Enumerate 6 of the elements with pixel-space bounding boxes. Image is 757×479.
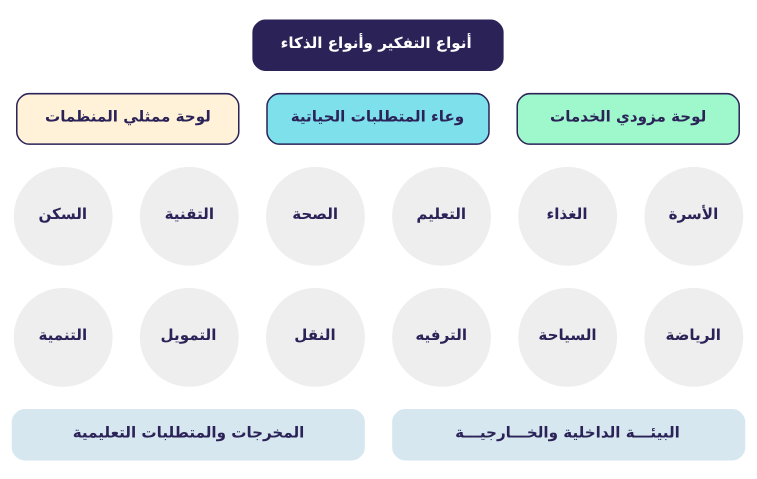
node-box: المخرجات والمتطلبات التعليمية <box>12 408 365 460</box>
node-box: أنواع التفكير وأنواع الذكاء <box>252 19 504 70</box>
node-box: وعاء المتطلبات الحياتية <box>266 92 490 144</box>
node-box: لوحة مزودي الخدمات <box>516 92 740 144</box>
node-box: البيئـــة الداخلية والخـــارجيـــة <box>392 408 746 460</box>
node-box: لوحة ممثلي المنظمات <box>16 92 240 144</box>
